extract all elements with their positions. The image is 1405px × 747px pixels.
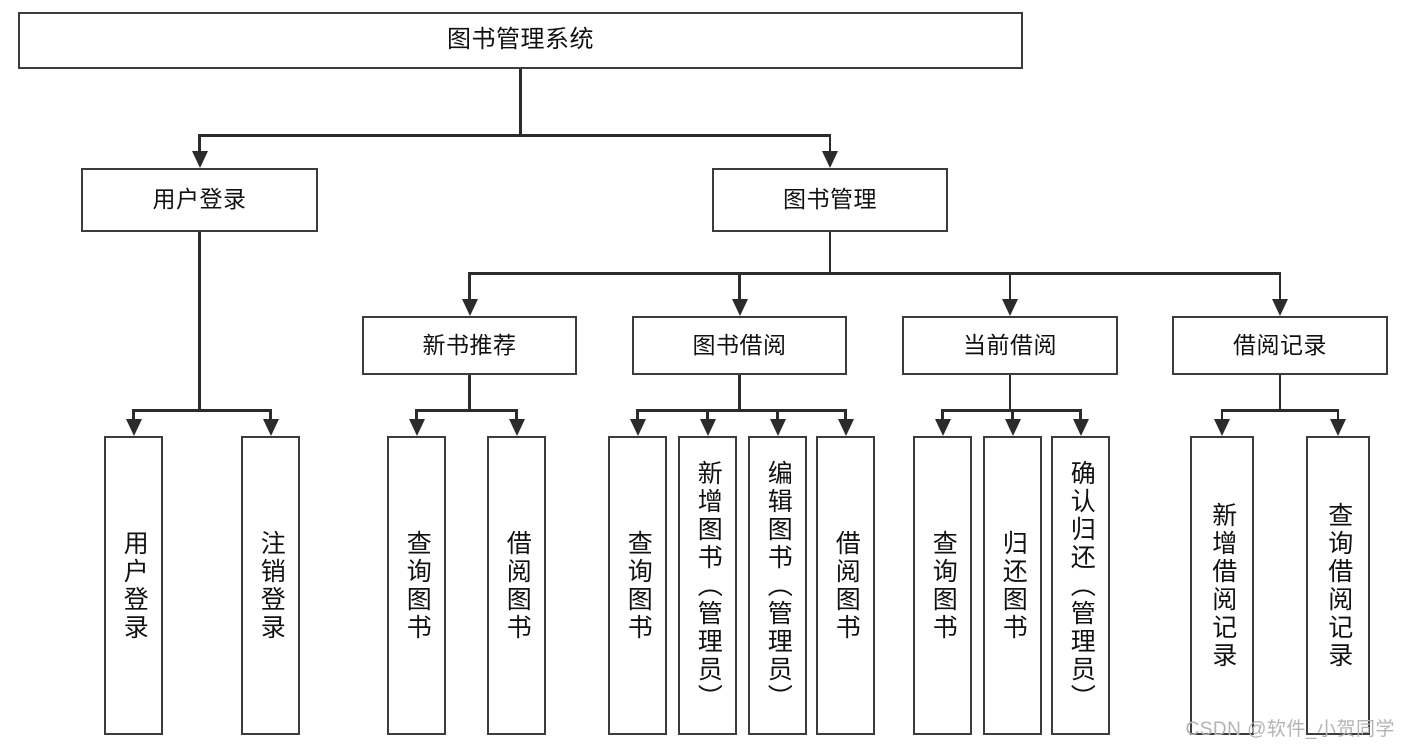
node-leaf-query-book-1[interactable]: 查询图书: [387, 436, 446, 735]
arrowhead-icon: [1330, 419, 1346, 436]
node-label: 借阅记录: [1233, 331, 1327, 358]
node-label: 图书管理系统: [447, 26, 594, 54]
arrowhead-icon: [508, 419, 525, 436]
connector-bus: [1220, 409, 1340, 412]
connector-stem: [1008, 375, 1012, 409]
node-book-manage[interactable]: 图书管理: [712, 168, 948, 232]
connector-drop: [1220, 409, 1224, 420]
arrowhead-icon: [1214, 419, 1230, 436]
connector-drop: [828, 134, 832, 152]
node-leaf-return-book[interactable]: 归还图书: [983, 436, 1042, 735]
node-label: 归还图书: [999, 529, 1028, 642]
arrowhead-icon: [769, 419, 786, 436]
connector-bus: [415, 409, 518, 412]
connector-drop: [738, 272, 741, 300]
node-label: 用户登录: [152, 186, 247, 213]
arrowhead-icon: [408, 419, 425, 436]
connector-drop: [636, 409, 639, 420]
arrowhead-icon: [461, 299, 478, 316]
connector-bus: [468, 272, 1282, 275]
connector-bus: [636, 409, 847, 412]
node-label: 查询图书: [624, 529, 653, 642]
arrowhead-icon: [699, 419, 716, 436]
node-label: 用户登录: [120, 529, 149, 642]
connector-stem: [828, 232, 832, 272]
node-book-borrow[interactable]: 图书借阅: [632, 316, 847, 375]
node-leaf-add-book[interactable]: 新增图书（管理员）: [678, 436, 737, 735]
connector-drop: [706, 409, 709, 420]
node-label: 借阅图书: [832, 529, 861, 642]
arrowhead-icon: [1072, 419, 1089, 436]
node-label: 当前借阅: [963, 331, 1057, 358]
node-leaf-edit-book[interactable]: 编辑图书（管理员）: [748, 436, 807, 735]
node-leaf-query-record[interactable]: 查询借阅记录: [1306, 436, 1370, 735]
node-label: 注销登录: [257, 529, 286, 642]
connector-drop: [844, 409, 847, 420]
arrowhead-icon: [629, 419, 646, 436]
node-leaf-borrow-book-1[interactable]: 借阅图书: [487, 436, 546, 735]
node-user-login[interactable]: 用户登录: [81, 168, 318, 232]
arrowhead-icon: [191, 151, 208, 168]
arrowhead-icon: [1004, 419, 1021, 436]
watermark-text: CSDN @软件_小贺同学: [1185, 719, 1395, 740]
connector-drop: [941, 409, 944, 420]
connector-drop: [1278, 272, 1282, 300]
arrowhead-icon: [1002, 299, 1018, 316]
arrowhead-icon: [125, 419, 142, 436]
connector-drop: [1079, 409, 1082, 420]
connector-bus: [132, 409, 272, 412]
arrowhead-icon: [837, 419, 854, 436]
connector-stem: [468, 375, 471, 409]
connector-drop: [1336, 409, 1340, 420]
connector-bus: [198, 134, 832, 137]
node-current-borrow[interactable]: 当前借阅: [902, 316, 1118, 375]
node-leaf-user-login[interactable]: 用户登录: [104, 436, 163, 735]
arrowhead-icon: [1272, 299, 1288, 316]
connector-drop: [515, 409, 518, 420]
node-label: 新增图书（管理员）: [694, 459, 723, 712]
node-label: 查询借阅记录: [1324, 501, 1353, 670]
node-label: 图书管理: [783, 186, 877, 213]
connector-stem: [519, 69, 522, 134]
connector-drop: [1008, 272, 1012, 300]
node-label: 新增借阅记录: [1208, 501, 1237, 670]
connector-drop: [776, 409, 779, 420]
connector-stem: [1278, 375, 1282, 409]
node-leaf-borrow-book-2[interactable]: 借阅图书: [816, 436, 875, 735]
connector-drop: [198, 134, 201, 152]
node-leaf-logout[interactable]: 注销登录: [241, 436, 300, 735]
connector-stem: [738, 375, 741, 409]
node-label: 图书借阅: [692, 331, 787, 358]
node-root[interactable]: 图书管理系统: [18, 12, 1023, 69]
node-leaf-query-book-2[interactable]: 查询图书: [608, 436, 667, 735]
node-leaf-query-book-3[interactable]: 查询图书: [913, 436, 972, 735]
node-label: 新书推荐: [422, 331, 517, 358]
arrowhead-icon: [822, 151, 838, 168]
node-label: 编辑图书（管理员）: [764, 459, 793, 712]
node-leaf-add-record[interactable]: 新增借阅记录: [1190, 436, 1254, 735]
node-label: 借阅图书: [503, 529, 532, 642]
node-leaf-confirm-return[interactable]: 确认归还（管理员）: [1051, 436, 1110, 735]
node-new-book-rec[interactable]: 新书推荐: [362, 316, 577, 375]
connector-drop: [132, 409, 135, 420]
arrowhead-icon: [731, 299, 748, 316]
arrowhead-icon: [262, 419, 279, 436]
arrowhead-icon: [934, 419, 951, 436]
connector-drop: [269, 409, 272, 420]
node-borrow-record[interactable]: 借阅记录: [1172, 316, 1388, 375]
node-label: 查询图书: [929, 529, 958, 642]
connector-drop: [1011, 409, 1014, 420]
connector-drop: [468, 272, 471, 300]
connector-drop: [415, 409, 418, 420]
node-label: 确认归还（管理员）: [1067, 459, 1096, 712]
node-label: 查询图书: [403, 529, 432, 642]
connector-stem: [198, 232, 201, 409]
